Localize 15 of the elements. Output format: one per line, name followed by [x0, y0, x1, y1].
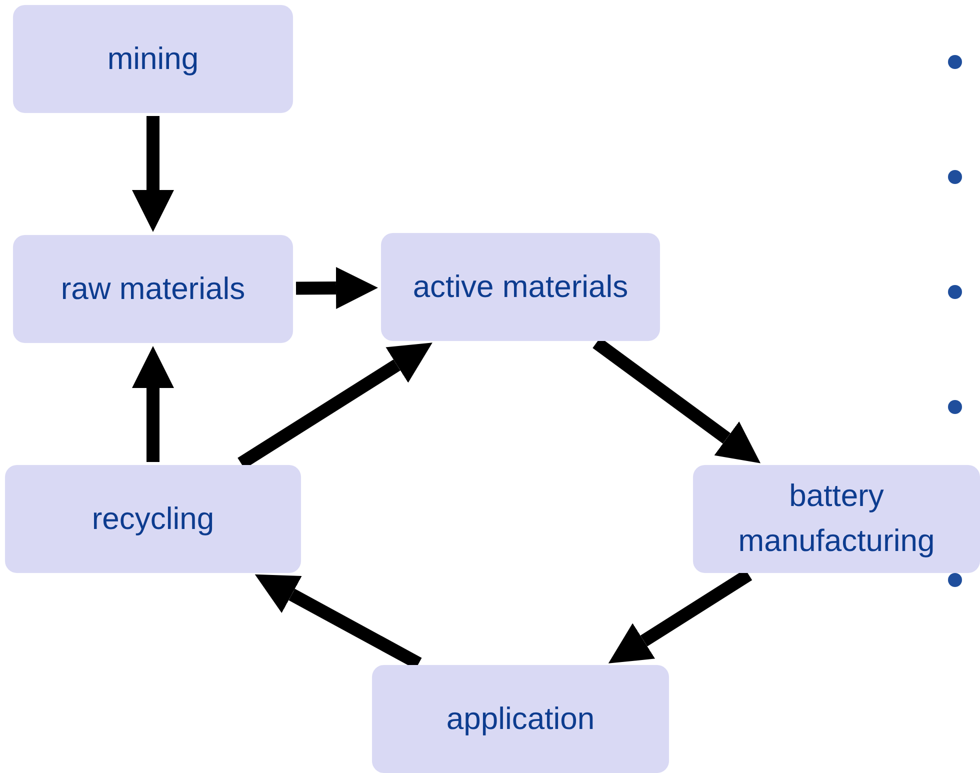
process-box [13, 5, 293, 113]
process-box [372, 665, 669, 773]
node-label: application [445, 700, 596, 738]
node-label: recycling [90, 500, 216, 538]
process-box [693, 465, 980, 573]
node-label: active materials [412, 268, 630, 306]
arrow [132, 346, 174, 462]
process-box [5, 465, 301, 573]
process-box [381, 233, 660, 341]
arrow [132, 116, 174, 232]
process-box [13, 235, 293, 343]
node-label: mining [106, 40, 200, 78]
node-label: battery manufacturing [737, 477, 936, 560]
node-label: raw materials [60, 270, 246, 308]
arrow [296, 267, 378, 309]
